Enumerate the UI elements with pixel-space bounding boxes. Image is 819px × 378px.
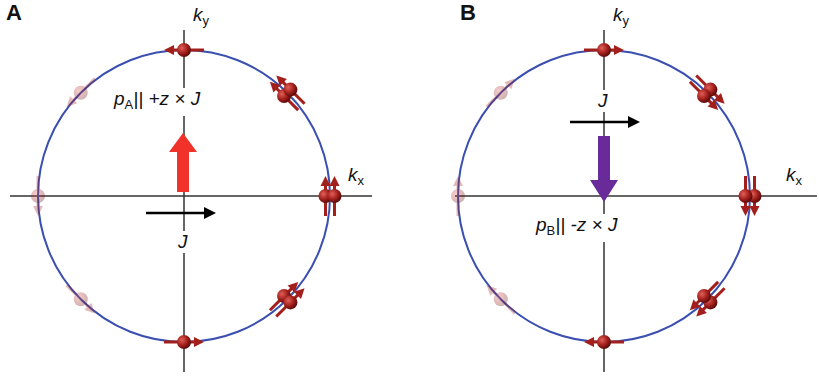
polarization-label: pA|| +z × J <box>112 88 202 116</box>
spin <box>276 288 304 316</box>
spin <box>487 79 515 107</box>
spin <box>487 285 515 313</box>
label-text: J <box>178 231 188 252</box>
spin-shaft <box>72 79 95 102</box>
polarization-arrow <box>169 133 618 202</box>
k-axes <box>10 30 817 372</box>
spin-head <box>614 45 624 55</box>
subscript: B <box>547 223 556 238</box>
axis-label: ky <box>611 4 631 32</box>
spin-head <box>750 206 760 216</box>
spin-head <box>741 206 751 216</box>
spin <box>451 176 465 216</box>
electron <box>494 86 508 100</box>
electron <box>31 189 45 203</box>
electron <box>177 43 191 57</box>
label-text: k <box>786 164 796 185</box>
spin-head <box>696 306 707 317</box>
label-text: p <box>536 214 547 235</box>
label-text: k <box>613 4 623 25</box>
spin <box>31 176 45 216</box>
spin-arrows <box>31 43 762 349</box>
spin-head <box>164 45 174 55</box>
spin-head <box>276 75 287 86</box>
axis-label: kx <box>346 164 366 192</box>
electron <box>597 43 611 57</box>
spin <box>164 335 204 349</box>
fermi-circle <box>38 50 750 342</box>
spin <box>584 43 624 57</box>
panel-letter: A <box>4 2 24 24</box>
electron <box>74 86 88 100</box>
spin <box>739 176 753 216</box>
electron <box>177 335 191 349</box>
spin-head <box>294 288 305 299</box>
spin-shaft <box>67 285 90 308</box>
axis-label: ky <box>191 4 211 32</box>
label-text: || +z × J <box>133 88 200 109</box>
spin-shaft <box>690 82 713 105</box>
label-text: A <box>6 0 22 25</box>
spin-shaft <box>487 84 510 107</box>
current-label: J <box>176 231 190 253</box>
subscript: x <box>796 173 803 188</box>
spin-head <box>453 176 463 186</box>
electron <box>283 295 297 309</box>
spin-head <box>690 300 701 311</box>
electron <box>597 335 611 349</box>
spin-shaft <box>282 81 305 104</box>
spin-head <box>584 337 594 347</box>
label-text: p <box>114 88 125 109</box>
subscript: x <box>358 173 365 188</box>
spin <box>270 82 298 110</box>
spin <box>67 285 95 313</box>
electron <box>494 292 508 306</box>
subscript: y <box>623 13 630 28</box>
spin <box>67 79 95 107</box>
electron <box>328 189 342 203</box>
panel-letter: B <box>458 2 478 24</box>
spin-head <box>504 79 515 90</box>
spin-head <box>288 282 299 293</box>
electron <box>739 189 753 203</box>
spin-shaft <box>276 294 299 317</box>
label-text: J <box>598 90 608 111</box>
spin-head <box>330 176 340 186</box>
axis-label: kx <box>784 164 804 192</box>
label-text: B <box>460 0 476 25</box>
subscript: A <box>125 97 134 112</box>
spin <box>696 288 724 316</box>
electron <box>451 189 465 203</box>
spin-head <box>194 337 204 347</box>
electron <box>697 89 711 103</box>
electron <box>74 292 88 306</box>
spin-head <box>321 176 331 186</box>
spin-head <box>487 285 498 296</box>
label-text: k <box>193 4 203 25</box>
spin <box>276 75 304 103</box>
spin <box>584 335 624 349</box>
spin-head <box>33 206 43 216</box>
label-text: k <box>348 164 358 185</box>
spin-head <box>84 303 95 314</box>
polarization-label: pB|| -z × J <box>534 214 619 242</box>
spin <box>270 282 298 310</box>
spin-head <box>708 99 719 110</box>
current-label: J <box>596 90 610 112</box>
electron <box>697 289 711 303</box>
subscript: y <box>203 13 210 28</box>
electron <box>283 83 297 97</box>
spin <box>696 75 724 103</box>
spin-shaft <box>696 282 719 305</box>
label-text: || -z × J <box>555 214 617 235</box>
spin <box>164 43 204 57</box>
spin <box>328 176 342 216</box>
spin-head <box>67 96 78 107</box>
spin <box>690 82 718 110</box>
spin <box>690 282 718 310</box>
current-arrow <box>146 116 640 219</box>
spin-shaft <box>492 291 515 314</box>
